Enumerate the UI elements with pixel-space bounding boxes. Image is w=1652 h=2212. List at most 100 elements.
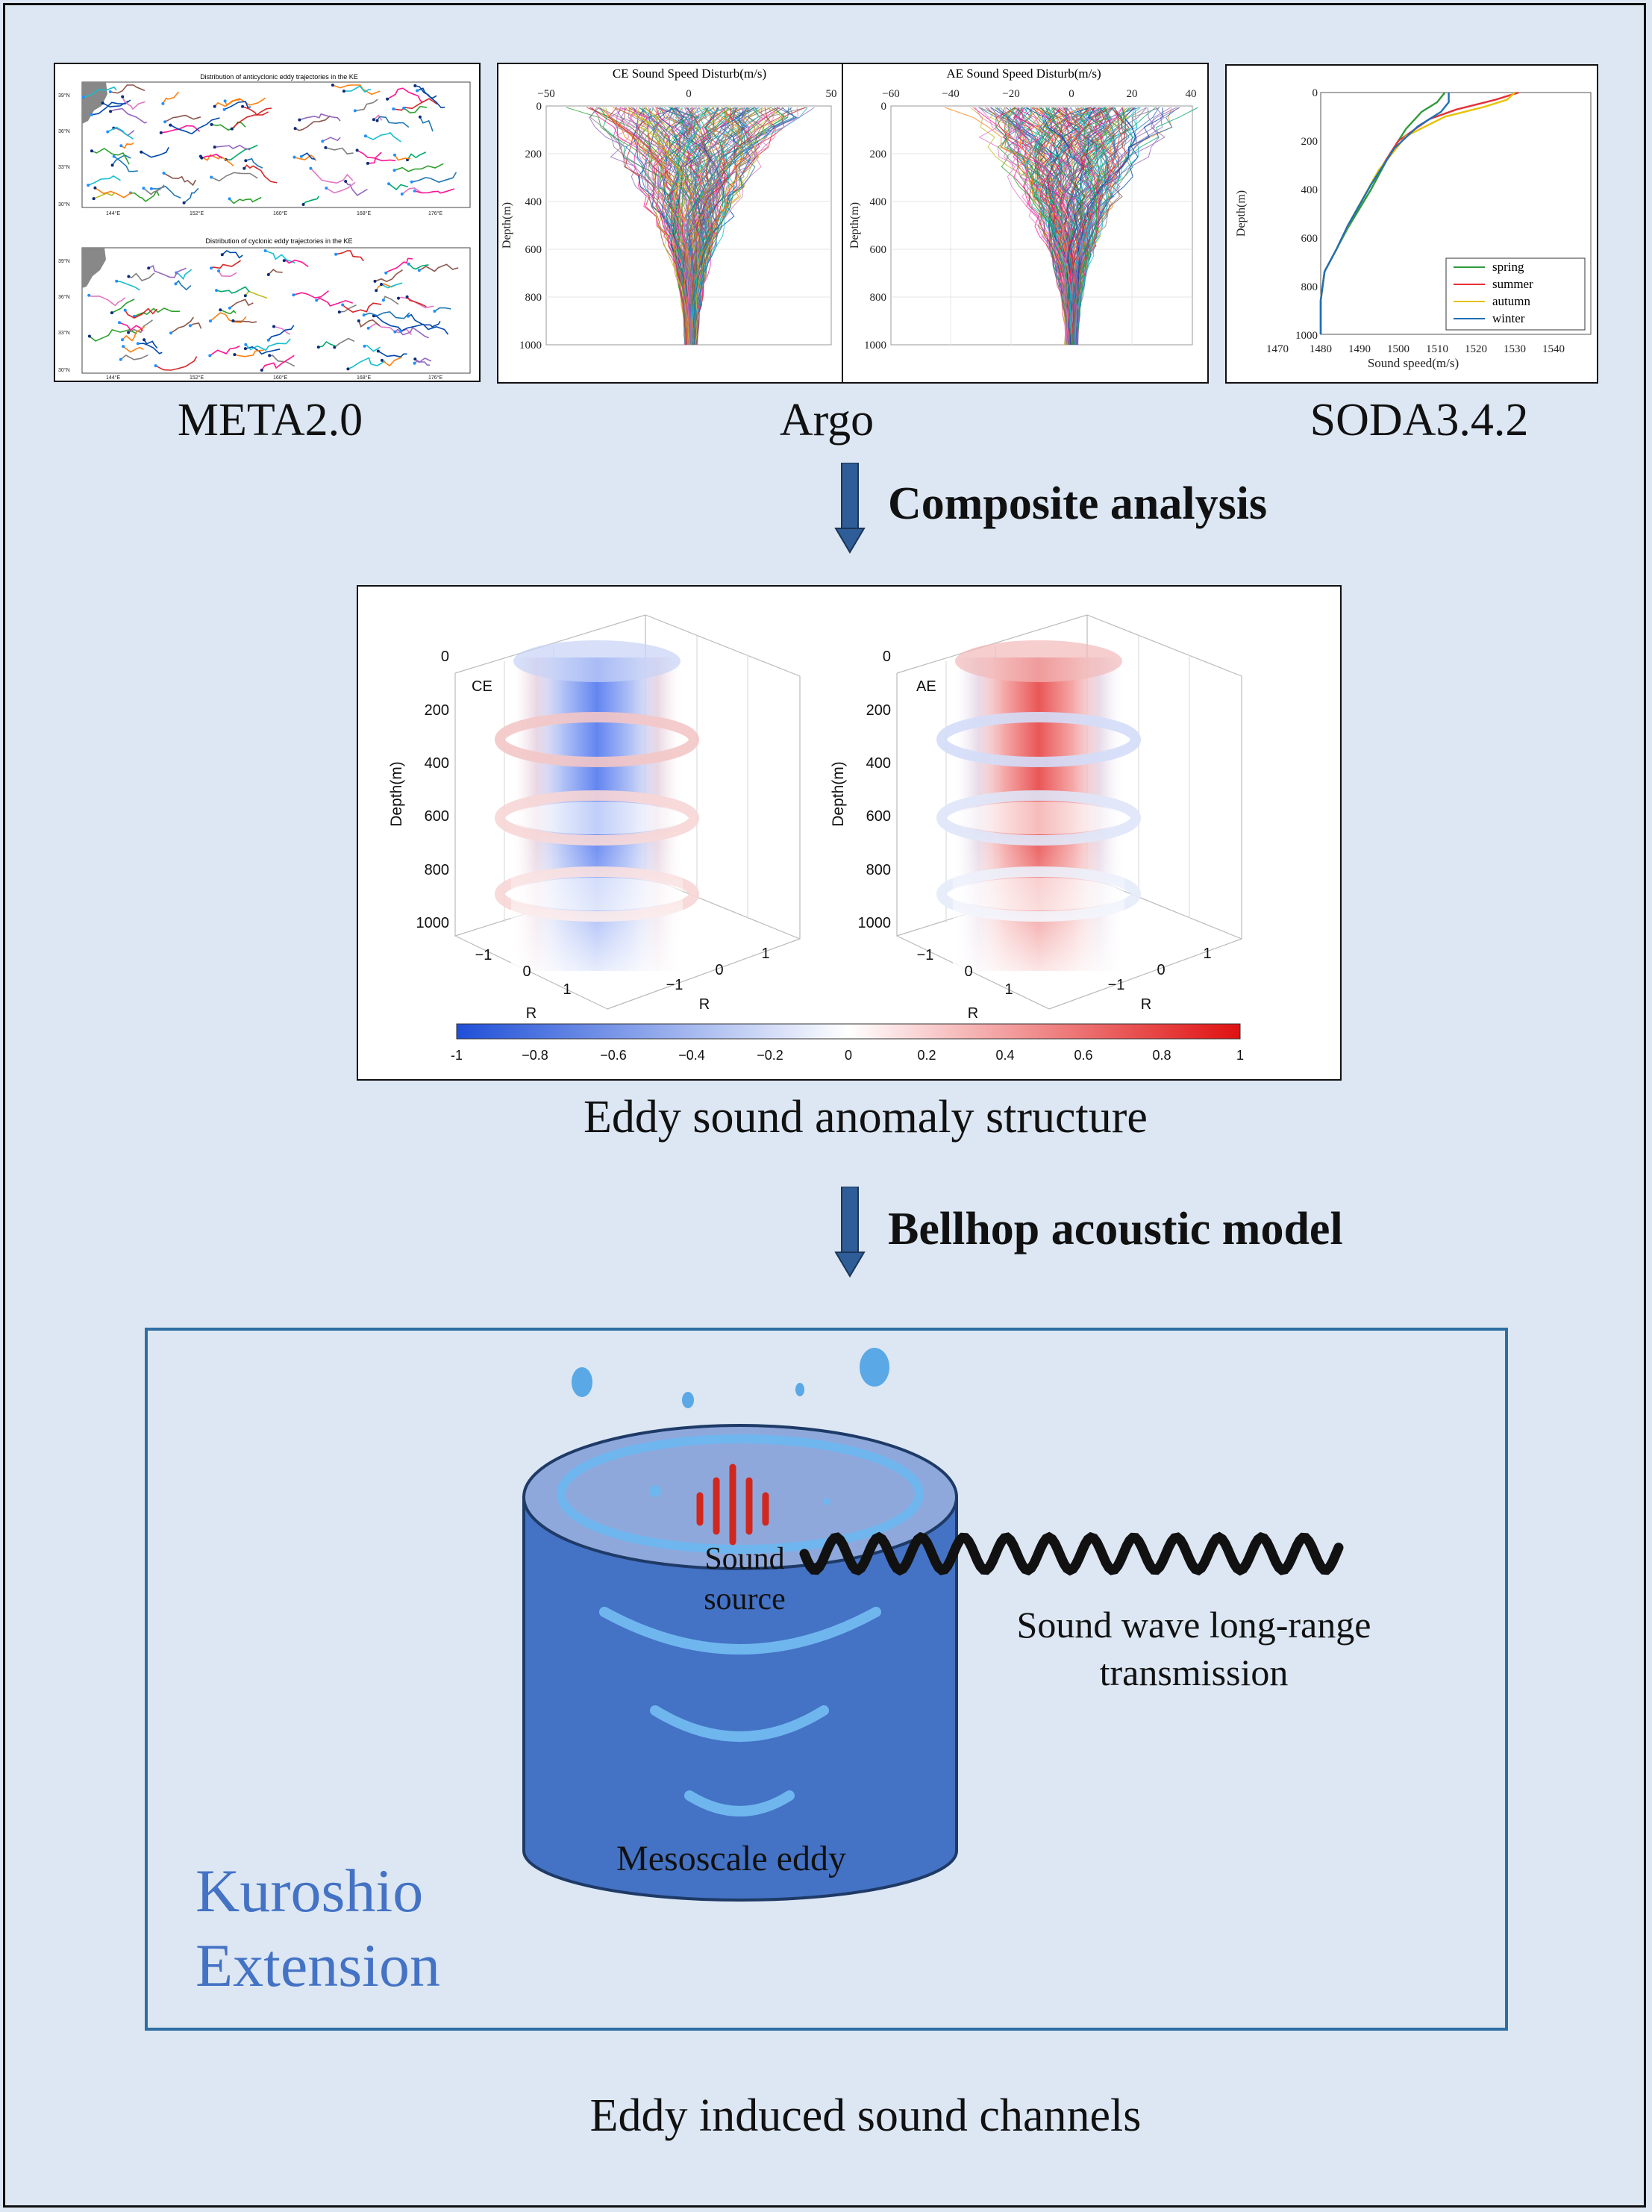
- eddy-trajectory: [419, 116, 434, 132]
- trajectory-end-marker: [220, 253, 224, 257]
- trajectory-end-marker: [154, 364, 157, 368]
- eddy-trajectory: [143, 184, 165, 196]
- trajectory-end-marker: [140, 150, 143, 154]
- trajectory-end-marker: [223, 99, 227, 103]
- trajectory-end-marker: [121, 95, 125, 99]
- eddy-trajectory: [268, 325, 295, 341]
- trajectory-end-marker: [106, 130, 110, 134]
- argo-profile-line: [1071, 107, 1110, 346]
- eddy-trajectory: [110, 107, 148, 124]
- eddy-trajectory: [190, 322, 202, 329]
- eddy-trajectory: [148, 265, 187, 278]
- soda-xtick: 1480: [1310, 343, 1332, 355]
- eddy-trajectory: [388, 183, 409, 191]
- region-label-line2: Extension: [195, 1931, 440, 1999]
- trajectory-end-marker: [127, 331, 131, 334]
- eddy-trajectory: [111, 299, 135, 313]
- eddy-trajectory: [143, 339, 158, 349]
- trajectory-end-marker: [101, 101, 104, 105]
- eddy-trajectory: [414, 188, 455, 194]
- ae-rtick: 1: [1203, 946, 1211, 962]
- argo-profile-line: [1074, 107, 1156, 346]
- eddy-trajectory: [128, 272, 155, 281]
- ce-ytick: 200: [425, 702, 449, 719]
- argo-profile-line: [1057, 107, 1110, 346]
- soda-xtick: 1520: [1465, 343, 1487, 355]
- meta-lon-tick: 176°E: [428, 375, 442, 381]
- sound-source-icon: [696, 1463, 769, 1546]
- trajectory-end-marker: [143, 338, 146, 342]
- eddy-trajectory: [378, 350, 407, 358]
- eddy-trajectory: [293, 290, 329, 299]
- eddy-trajectory: [169, 117, 220, 135]
- ae-rtick: −1: [917, 947, 934, 963]
- eddy-trajectory: [407, 151, 427, 160]
- trajectory-end-marker: [353, 109, 357, 113]
- trajectory-end-marker: [163, 120, 167, 124]
- eddy-trajectory: [234, 349, 264, 357]
- eddy-trajectory: [120, 142, 134, 149]
- eddy-trajectory: [407, 313, 441, 328]
- argo-profile-line: [648, 107, 690, 346]
- trajectory-end-marker: [87, 334, 91, 338]
- meta-lat-tick: 39°N: [58, 93, 70, 99]
- colorbar-tick: 0.8: [1152, 1048, 1171, 1063]
- trajectory-end-marker: [119, 357, 122, 361]
- surface-ring: [557, 1434, 924, 1554]
- argo-caption: Argo: [779, 395, 875, 446]
- argo-ae-xtick: 0: [1069, 88, 1074, 100]
- meta-lat-tick: 36°N: [58, 294, 70, 300]
- meta-lon-tick: 168°E: [357, 210, 371, 216]
- meta-lon-tick: 152°E: [190, 375, 204, 381]
- sound-channels-caption: Eddy induced sound channels: [589, 2090, 1142, 2141]
- sound-channel-arc: [599, 1607, 881, 1655]
- bubble-icon: [795, 1383, 804, 1396]
- trajectory-end-marker: [416, 89, 419, 93]
- eddy-trajectory: [284, 259, 309, 268]
- colorbar-tick: −0.4: [678, 1048, 705, 1063]
- eddy-trajectory: [325, 181, 356, 194]
- soda-ytick: 200: [1301, 136, 1318, 148]
- trajectory-end-marker: [115, 279, 119, 283]
- argo-ce-ytick: 400: [525, 196, 542, 208]
- trajectory-end-marker: [244, 159, 248, 163]
- meta-trajectory-maps: Distribution of anticyclonic eddy trajec…: [58, 73, 471, 381]
- eddy-trajectory: [261, 354, 295, 371]
- argo-profile-line: [1074, 107, 1133, 346]
- trajectory-end-marker: [373, 279, 377, 283]
- trajectory-end-marker: [357, 319, 360, 322]
- meta-top-trajectories: [81, 84, 457, 206]
- trajectory-end-marker: [375, 119, 379, 122]
- argo-ae-profile-lines: [945, 107, 1198, 346]
- eddy-trajectory: [214, 144, 251, 151]
- eddy-trajectory: [94, 187, 133, 199]
- eddy-trajectory: [335, 250, 364, 262]
- eddy-trajectory: [294, 154, 317, 161]
- eddy-trajectory: [301, 152, 316, 160]
- trajectory-end-marker: [299, 154, 303, 158]
- eddy-trajectory: [381, 356, 402, 367]
- trajectory-end-marker: [121, 338, 124, 342]
- eddy-trajectory: [218, 270, 237, 278]
- argo-ae-xtick: −60: [882, 88, 899, 100]
- soda-ytick: 600: [1301, 233, 1318, 245]
- argo-ae-ytick: 400: [870, 196, 887, 208]
- argo-profile-line: [998, 107, 1069, 346]
- meta-lon-tick: 168°E: [357, 375, 371, 381]
- soda-xtick: 1530: [1504, 343, 1526, 355]
- trajectory-end-marker: [375, 289, 378, 293]
- eddy-trajectory: [170, 316, 194, 334]
- eddy-trajectory: [269, 354, 295, 367]
- trajectory-end-marker: [228, 306, 231, 310]
- eddy-trajectory: [385, 257, 413, 274]
- argo-ce-ylabel: Depth(m): [501, 202, 513, 249]
- eddy-trajectory: [229, 299, 254, 309]
- ce-rlabel: R: [526, 1005, 536, 1022]
- argo-profile-line: [1017, 107, 1070, 346]
- trajectory-end-marker: [87, 293, 91, 297]
- argo-profile-line: [693, 107, 751, 346]
- meta-lon-tick: 144°E: [106, 210, 120, 216]
- eddy-trajectory: [295, 115, 331, 131]
- trajectory-end-marker: [109, 110, 113, 113]
- figure-frame: [3, 3, 1646, 2208]
